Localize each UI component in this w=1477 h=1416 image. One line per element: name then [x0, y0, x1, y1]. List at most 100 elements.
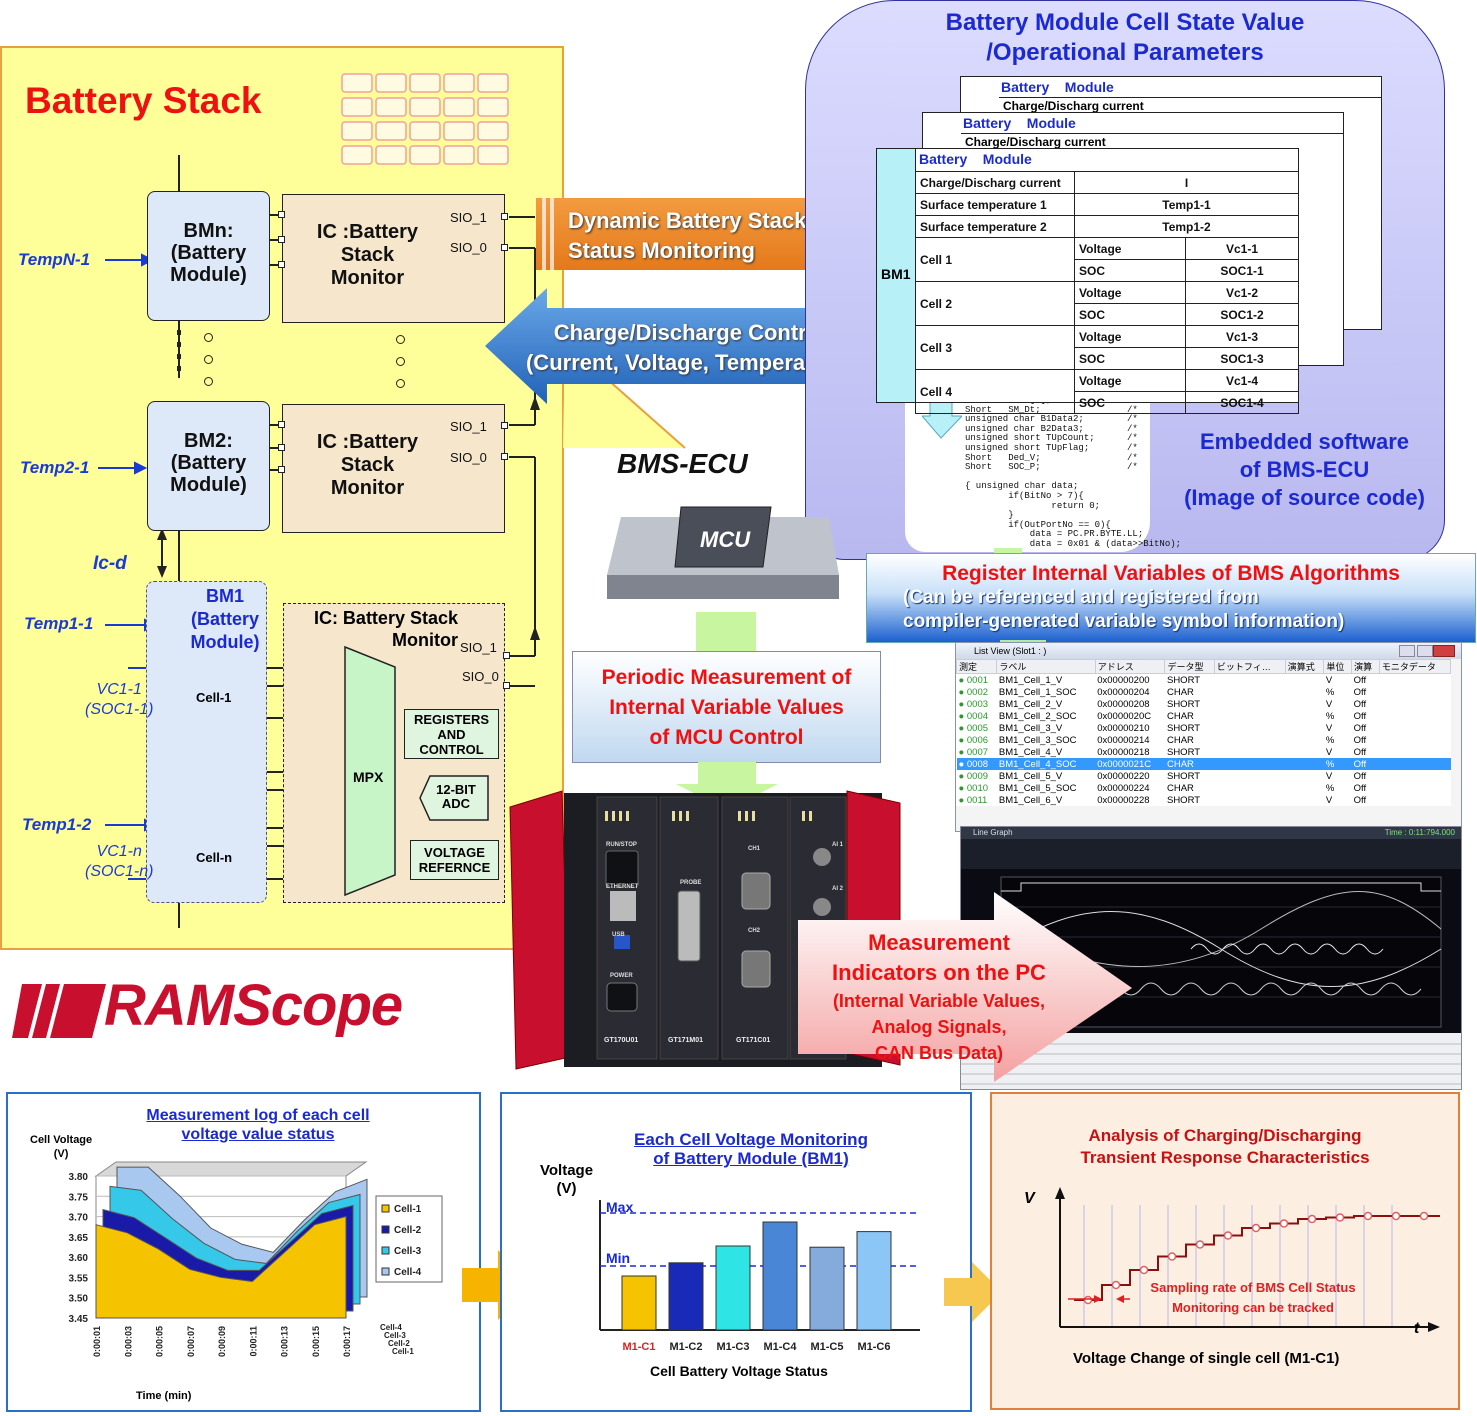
hw-power: POWER [610, 973, 633, 979]
y-tick-label: 3.45 [69, 1314, 89, 1325]
bar-label: M1-C3 [716, 1341, 749, 1353]
sampling-arrowhead [1094, 1295, 1102, 1303]
dynamic-monitoring-arrow [536, 178, 884, 290]
battery-cells-icon [341, 73, 509, 165]
bm1-ic-label: IC: Battery Stack Monitor [313, 608, 458, 650]
ellipsis-dot [396, 357, 405, 366]
bar-label: M1-C5 [810, 1341, 843, 1353]
time-axis-arrowhead [1428, 1322, 1440, 1332]
bm1-sio1-pin [503, 652, 510, 659]
cell-1-label: Cell-1 [196, 690, 232, 705]
line-graph-title: Line Graph [973, 828, 1013, 837]
sample-point [1111, 1280, 1121, 1290]
hw-ai1: AI 1 [832, 842, 844, 848]
panel3-caption: Voltage Change of single cell (M1-C1) [1073, 1350, 1340, 1367]
bar-M1-C6 [856, 1231, 892, 1331]
bmn-ic-monitor: IC :Battery Stack Monitor [282, 194, 505, 323]
v-axis-label: V [1024, 1190, 1035, 1207]
ramscope-logo: RAMScope [104, 973, 403, 1038]
hw-usb: USB [612, 932, 625, 938]
y-tick-label: 3.50 [69, 1294, 89, 1305]
close-button[interactable] [1433, 645, 1455, 657]
bm1-label: BM1 (Battery Module) [190, 586, 260, 652]
line-graph-titlebar: Line Graph Time : 0:11:794.000 [961, 827, 1461, 839]
minimize-button[interactable] [1399, 645, 1415, 657]
ic-d-label: Ic-d [93, 553, 127, 574]
x-tick-label: 0:00:01 [92, 1326, 102, 1357]
x-tick-label: 0:00:17 [342, 1326, 352, 1357]
sampling-arrowhead [1116, 1295, 1124, 1303]
list-view-column-header[interactable]: ビットフィ… [1213, 659, 1286, 674]
bar-M1-C5 [809, 1246, 845, 1331]
list-view-column-header[interactable]: 測定 [955, 659, 998, 674]
list-view-column-header[interactable]: ラベル [996, 659, 1096, 674]
battery-stack-title: Battery Stack [25, 80, 262, 121]
adc-shape [419, 775, 489, 821]
temp1-1-label: Temp1-1 [24, 614, 94, 633]
panel1-xlabel: Time (min) [136, 1390, 192, 1402]
legend-swatch [381, 1204, 390, 1213]
bm2-sio0-label: SIO_0 [450, 450, 487, 465]
legend-swatch [381, 1225, 390, 1234]
sample-point [1223, 1231, 1233, 1240]
down-arrow-mcu [696, 612, 756, 654]
bm2-module: BM2: (Battery Module) [147, 401, 270, 531]
panel1-ylabel: Cell Voltage (V) [30, 1134, 93, 1160]
bar-M1-C3 [715, 1245, 751, 1331]
x-tick-label: 0:00:07 [186, 1326, 196, 1357]
ellipsis-dot [204, 377, 213, 386]
periodic-measurement-text: Periodic Measurement of Internal Variabl… [601, 666, 852, 749]
temp2-label: Temp2-1 [20, 458, 90, 477]
panel1-title: Measurement log of each cell voltage val… [146, 1107, 370, 1143]
list-view-column-header[interactable]: 演算式 [1284, 659, 1325, 674]
list-view-column-header[interactable]: 演算 [1351, 659, 1380, 674]
bm2-pin-3 [278, 466, 285, 473]
depth-series-label: Cell-3 [384, 1331, 406, 1340]
list-view-column-header[interactable]: データ型 [1164, 659, 1215, 674]
legend-label: Cell-4 [394, 1267, 422, 1278]
vc1-n-label: VC1-n (SOC1-n) [85, 843, 154, 880]
y-tick-label: 3.75 [69, 1192, 89, 1203]
cell-n-label: Cell-n [196, 850, 233, 865]
x-tick-label: 0:00:09 [217, 1326, 227, 1357]
bmn-sio0-label: SIO_0 [450, 240, 487, 255]
vc1-1-label: VC1-1 (SOC1-1) [85, 681, 154, 718]
sample-point [1139, 1265, 1149, 1275]
bms-ecu-label: BMS-ECU [617, 448, 748, 479]
depth-series-label: Cell-2 [388, 1339, 410, 1348]
mpx-shape [344, 645, 396, 897]
voltage-reference-box: VOLTAGE REFERNCE [410, 840, 499, 880]
x-tick-label: 0:00:05 [155, 1326, 165, 1357]
y-tick-label: 3.55 [69, 1273, 89, 1284]
panel2-title: Each Cell Voltage Monitoring of Battery … [634, 1130, 868, 1168]
legend-label: Cell-2 [394, 1225, 422, 1236]
register-banner: Register Internal Variables of BMS Algor… [866, 553, 1476, 643]
legend-label: Cell-3 [394, 1246, 422, 1257]
list-view-column-header[interactable]: モニタデータ [1378, 659, 1452, 674]
list-view-column-header[interactable]: アドレス [1094, 659, 1166, 674]
bm1-table-header: Battery Module [919, 151, 1032, 167]
bmn-sio0-pin [501, 244, 508, 251]
bm1-sio1-label: SIO_1 [460, 640, 497, 655]
bm2-pin-2 [278, 444, 285, 451]
hw-ch1: CH1 [748, 846, 761, 852]
list-view-column-header[interactable]: 単位 [1323, 659, 1353, 674]
x-tick-label: 0:00:03 [123, 1326, 133, 1357]
maximize-button[interactable] [1417, 645, 1433, 657]
sample-point [1363, 1211, 1373, 1221]
